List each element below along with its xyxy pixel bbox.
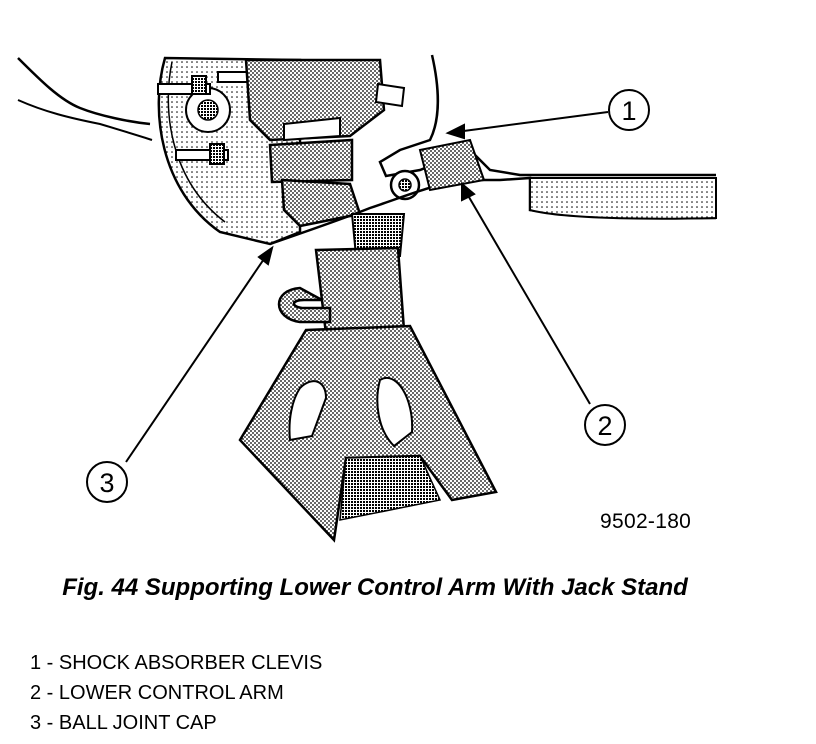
arrowhead-1 bbox=[445, 123, 465, 140]
legend-item: 2 - LOWER CONTROL ARM bbox=[30, 682, 284, 704]
arrowhead-3 bbox=[257, 245, 274, 266]
legend-item: 3 - BALL JOINT CAP bbox=[30, 712, 217, 734]
legend-item: 1 - SHOCK ABSORBER CLEVIS bbox=[30, 652, 323, 674]
callout-1: 1 bbox=[608, 89, 650, 131]
fender-outline bbox=[17, 57, 153, 141]
callout-2-number: 2 bbox=[597, 411, 612, 441]
knuckle bbox=[280, 178, 362, 228]
lower-control-arm bbox=[269, 138, 717, 246]
legend: 1 - SHOCK ABSORBER CLEVIS 2 - LOWER CONT… bbox=[30, 648, 322, 738]
technical-illustration: 1 2 3 bbox=[17, 54, 717, 543]
figure-caption: Fig. 44 Supporting Lower Control Arm Wit… bbox=[62, 574, 688, 601]
brake-caliper bbox=[244, 58, 406, 184]
callout-2: 2 bbox=[584, 404, 626, 446]
leader-lines bbox=[125, 111, 609, 463]
callout-1-number: 1 bbox=[621, 96, 636, 126]
leader-line-2 bbox=[465, 191, 591, 405]
leader-line-1 bbox=[455, 111, 609, 133]
callout-3-number: 3 bbox=[99, 468, 114, 498]
leader-line-3 bbox=[125, 255, 267, 463]
callout-3: 3 bbox=[86, 461, 128, 503]
arrowhead-2 bbox=[461, 181, 476, 202]
figure-id: 9502-180 bbox=[600, 510, 692, 533]
jack-stand bbox=[238, 213, 498, 543]
